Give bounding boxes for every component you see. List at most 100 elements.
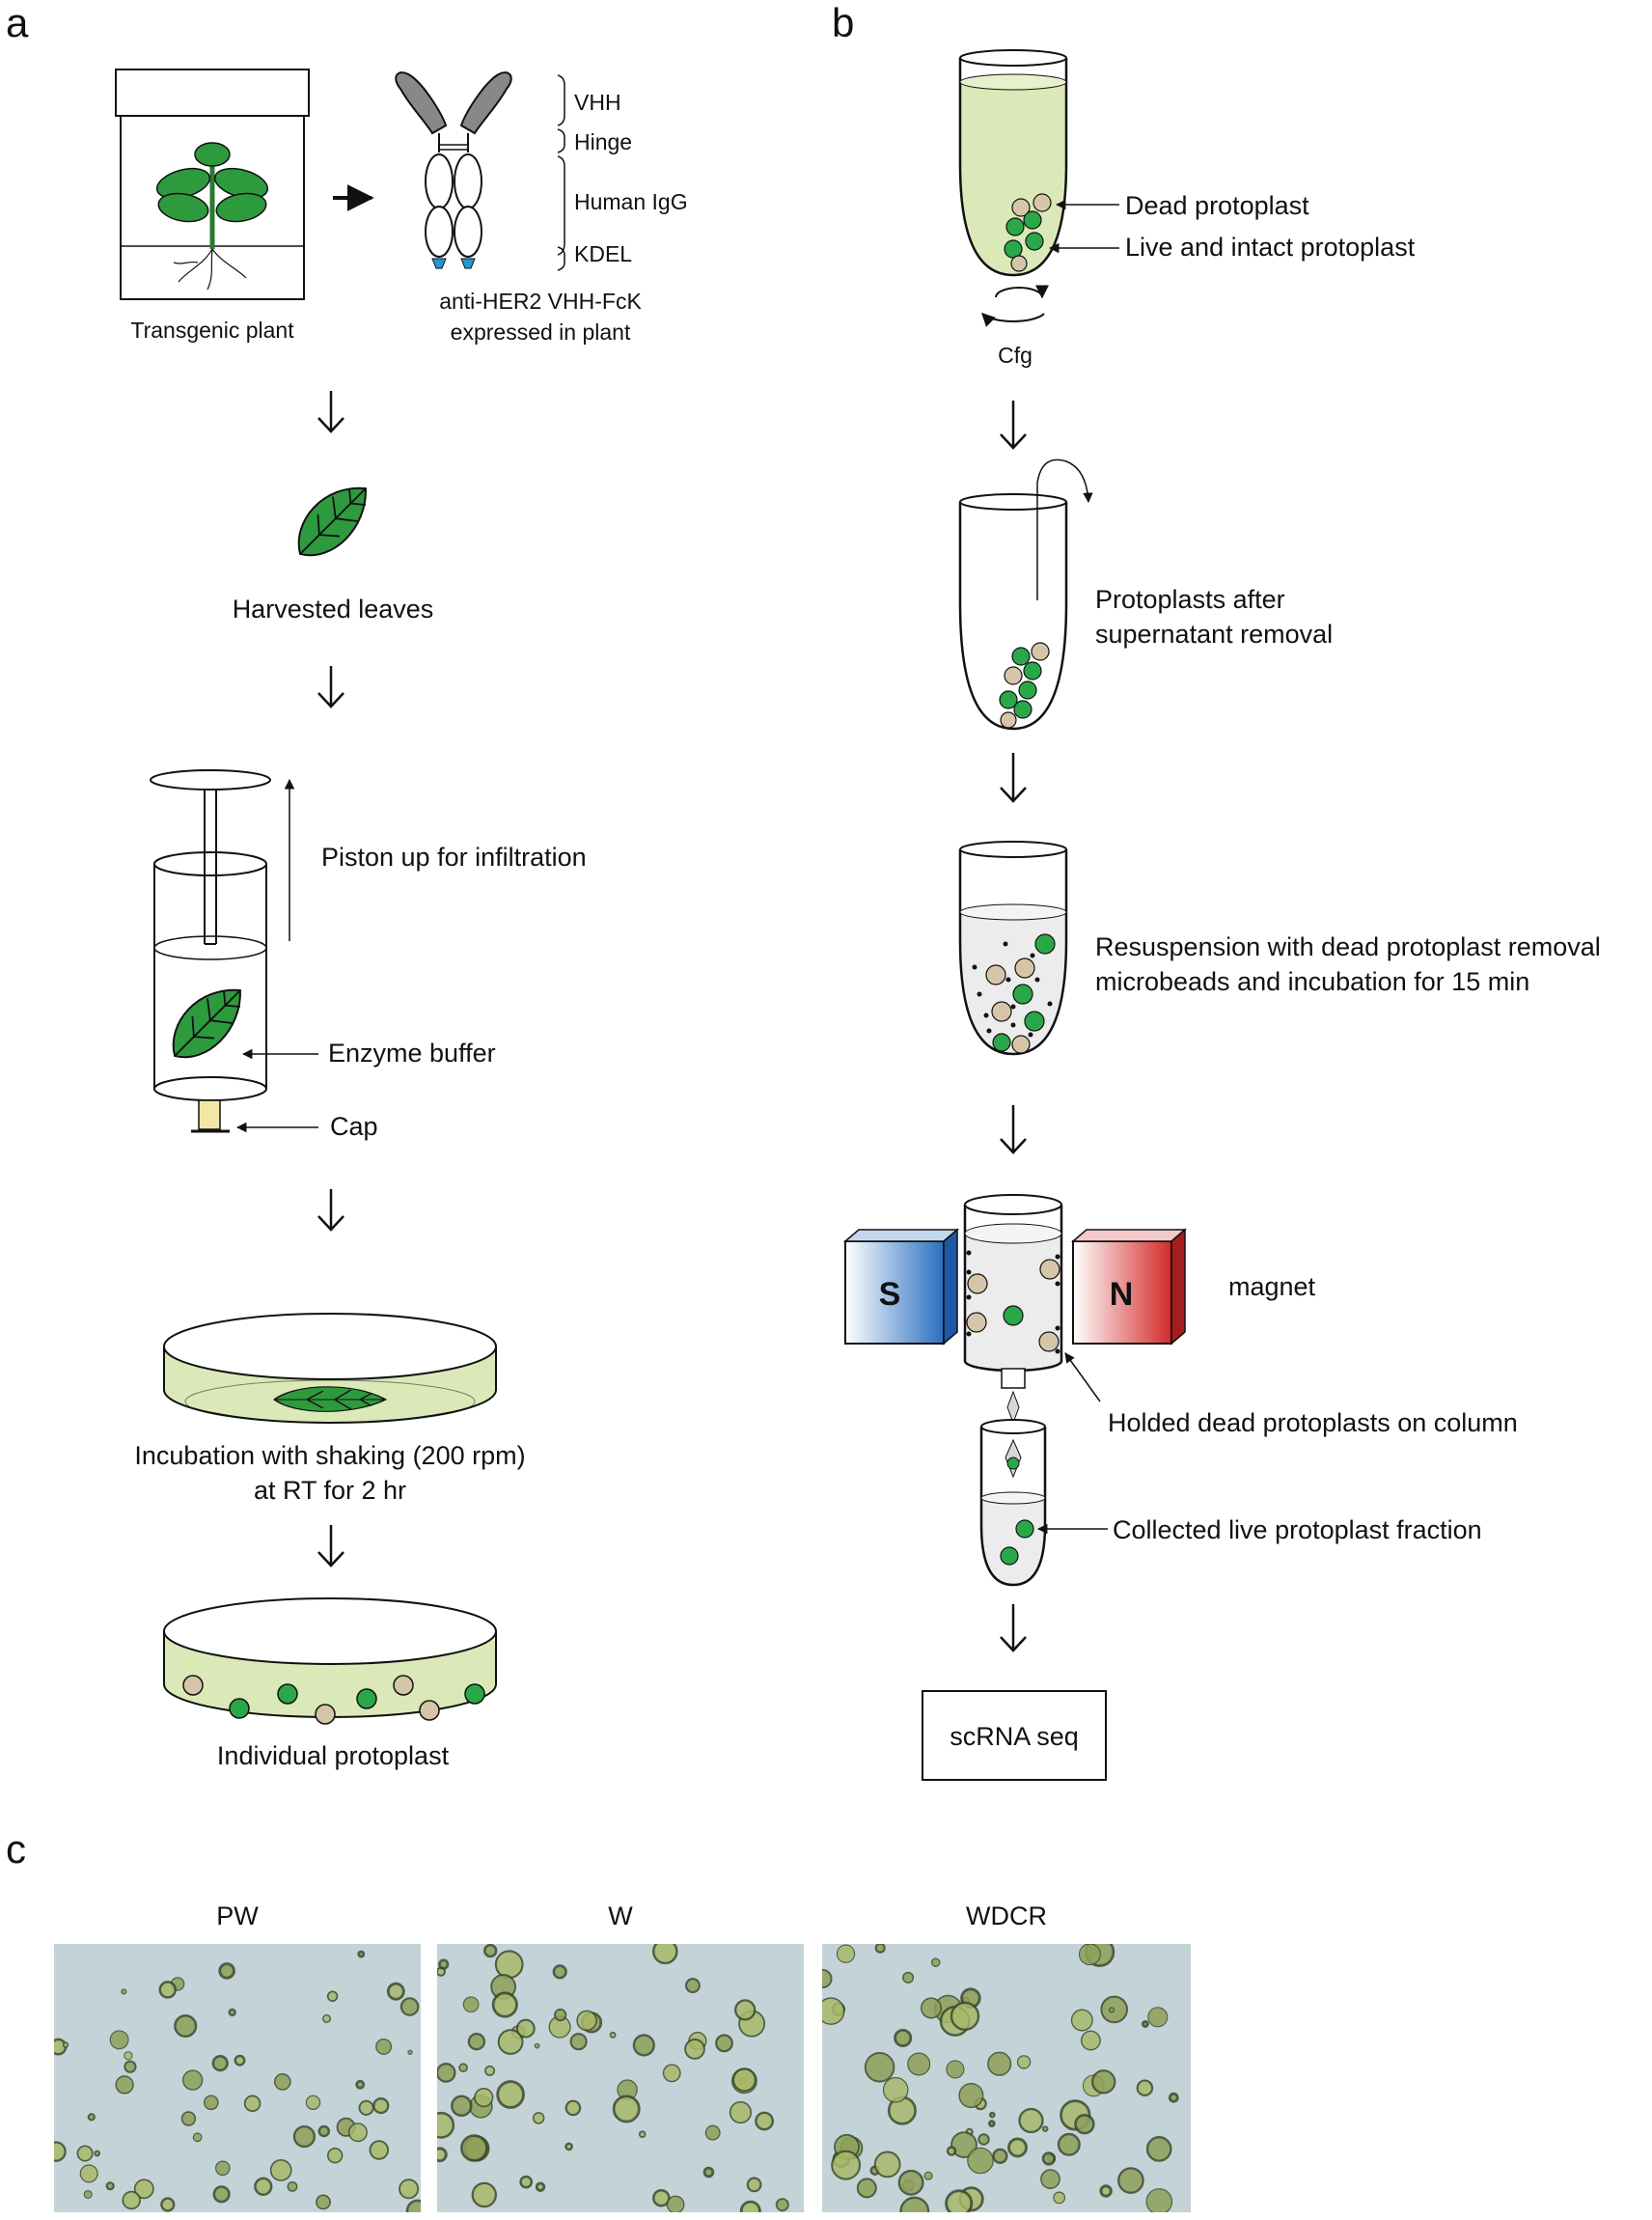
holded-label: Holded dead protoplasts on column bbox=[1108, 1408, 1518, 1437]
cell-mark bbox=[715, 2034, 733, 2053]
cell-mark bbox=[946, 2146, 957, 2156]
cell-mark bbox=[874, 1944, 886, 1954]
cell-mark bbox=[109, 2030, 129, 2050]
cell-mark bbox=[967, 2147, 994, 2175]
cell-mark bbox=[79, 2164, 98, 2183]
cell-mark bbox=[873, 2151, 901, 2178]
cell-mark bbox=[115, 2075, 134, 2095]
micrograph-wdcr bbox=[822, 1944, 1191, 2212]
cell-mark bbox=[460, 2134, 488, 2162]
cell-mark bbox=[632, 2034, 655, 2057]
centrifuge-rotation-icon bbox=[980, 285, 1049, 327]
cell-mark bbox=[1145, 2136, 1172, 2162]
kdel-label: KDEL bbox=[574, 241, 632, 266]
cell-mark bbox=[950, 2001, 980, 2032]
cell-mark bbox=[438, 1958, 450, 1970]
cell-mark bbox=[1053, 2191, 1066, 2205]
cell-mark bbox=[160, 2197, 176, 2212]
cell-mark bbox=[484, 2065, 496, 2076]
cell-mark bbox=[882, 2076, 909, 2103]
magnet-n-label: N bbox=[1110, 1276, 1134, 1313]
petri-dish-incubation bbox=[163, 1313, 497, 1424]
cell-mark bbox=[684, 2039, 705, 2060]
cell-mark bbox=[292, 2125, 316, 2149]
cell-mark bbox=[1136, 2079, 1154, 2096]
cell-mark bbox=[755, 2111, 774, 2131]
cell-mark bbox=[181, 2069, 204, 2091]
dead-protoplast-label: Dead protoplast bbox=[1125, 191, 1309, 220]
incubation-label-1: Incubation with shaking (200 rpm) bbox=[134, 1441, 525, 1470]
cell-mark bbox=[1145, 2188, 1173, 2212]
cell-mark bbox=[662, 2064, 681, 2083]
diagram-canvas: a b c Transgenic plant VHH Hinge bbox=[6, 0, 1601, 1930]
cell-mark bbox=[386, 1982, 405, 2001]
enzyme-buffer-label: Enzyme buffer bbox=[328, 1039, 496, 1068]
cell-mark bbox=[1070, 2009, 1093, 2032]
cell-mark bbox=[212, 2185, 231, 2204]
piston-label: Piston up for infiltration bbox=[321, 843, 587, 872]
vhh-label: VHH bbox=[574, 90, 621, 115]
cell-mark bbox=[1147, 2007, 1169, 2028]
cell-mark bbox=[243, 2095, 262, 2113]
cell-mark bbox=[987, 2120, 996, 2127]
transgenic-plant-icon bbox=[115, 69, 310, 300]
cap-label: Cap bbox=[330, 1112, 378, 1141]
cell-mark bbox=[287, 2180, 298, 2192]
cell-mark bbox=[831, 2150, 861, 2180]
cell-mark bbox=[638, 2130, 647, 2139]
cell-mark bbox=[734, 1999, 757, 2021]
cell-mark bbox=[902, 1971, 915, 1984]
hinge-label: Hinge bbox=[574, 129, 632, 154]
down-arrow bbox=[317, 1525, 344, 1568]
cell-mark bbox=[158, 1981, 178, 1999]
cell-mark bbox=[124, 2060, 137, 2073]
cell-mark bbox=[234, 2054, 246, 2067]
down-arrow bbox=[1000, 1105, 1027, 1154]
cell-mark bbox=[192, 2132, 203, 2143]
panel-label-b: b bbox=[832, 0, 854, 45]
cfg-label: Cfg bbox=[998, 343, 1032, 368]
magnet-s-icon: S bbox=[842, 1228, 960, 1346]
micrograph-pw bbox=[54, 1944, 421, 2212]
magnet-s-label: S bbox=[879, 1276, 901, 1313]
cell-mark bbox=[305, 2095, 321, 2110]
cell-mark bbox=[94, 2150, 101, 2157]
cell-mark bbox=[576, 2010, 597, 2032]
cell-mark bbox=[133, 2178, 154, 2200]
cell-mark bbox=[124, 2051, 133, 2061]
cell-mark bbox=[652, 1944, 678, 1965]
cell-mark bbox=[467, 2033, 486, 2051]
cell-mark bbox=[535, 2181, 546, 2192]
live-intact-label: Live and intact protoplast bbox=[1125, 233, 1416, 262]
syringe-icon bbox=[150, 769, 271, 1133]
antibody-icon bbox=[395, 71, 512, 269]
cell-mark bbox=[327, 2148, 344, 2164]
magnet-label: magnet bbox=[1228, 1272, 1316, 1301]
cell-mark bbox=[316, 2194, 331, 2210]
cell-mark bbox=[988, 2111, 996, 2119]
cell-mark bbox=[451, 2095, 473, 2118]
collection-tube-icon bbox=[979, 1419, 1047, 1587]
cell-mark bbox=[977, 2133, 990, 2146]
cell-mark bbox=[729, 2100, 753, 2124]
cell-mark bbox=[407, 2049, 413, 2055]
cell-mark bbox=[775, 2198, 789, 2212]
cell-mark bbox=[1041, 2125, 1049, 2132]
cell-mark bbox=[1007, 2137, 1028, 2158]
cell-mark bbox=[203, 2095, 219, 2111]
cell-mark bbox=[702, 2166, 715, 2178]
after-removal-label-1: Protoplasts after bbox=[1095, 585, 1285, 614]
panel-label-c: c bbox=[6, 1826, 26, 1872]
cell-mark bbox=[437, 2111, 455, 2139]
cell-mark bbox=[357, 1950, 366, 1958]
cell-mark bbox=[317, 2124, 331, 2138]
cell-mark bbox=[1074, 2114, 1095, 2135]
antibody-brackets bbox=[557, 74, 565, 271]
petri-dish-protoplasts bbox=[163, 1597, 497, 1725]
cell-mark bbox=[950, 2131, 977, 2158]
cell-mark bbox=[684, 1978, 701, 1994]
cell-mark bbox=[462, 1996, 480, 2013]
cell-mark bbox=[437, 2147, 448, 2163]
cell-mark bbox=[856, 2178, 877, 2199]
down-arrow bbox=[317, 666, 344, 708]
